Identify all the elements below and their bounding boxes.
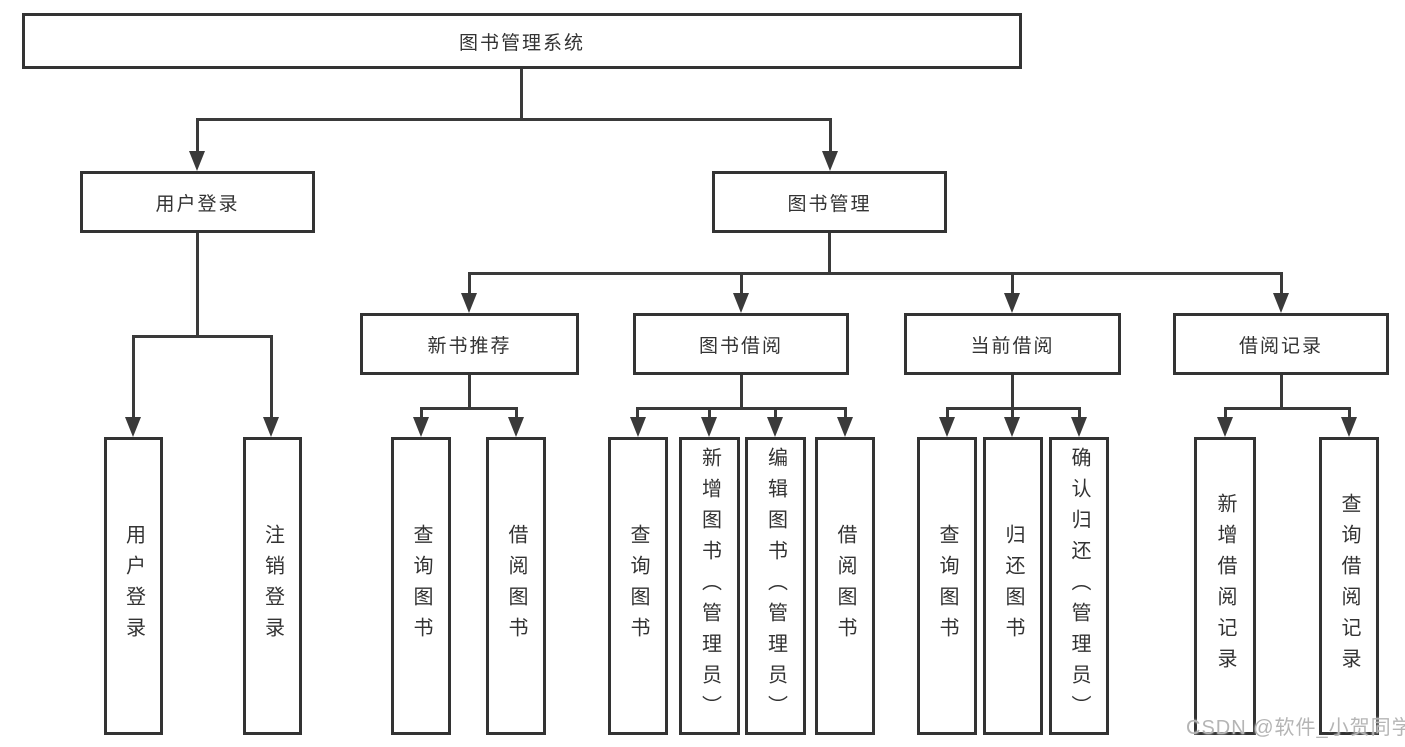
node-label: 图书管理 [787, 193, 872, 215]
arrow-down-icon [413, 417, 429, 437]
node-label: 查询图书 [627, 524, 649, 648]
connector-stem [740, 272, 743, 295]
connector-stem [1011, 407, 1014, 419]
connector-user-login-bar [132, 335, 273, 338]
connector-stem [636, 407, 639, 419]
node-leaf-confirm-return-admin: 确认归还（管理员） [1049, 437, 1109, 735]
node-label: 确认归还（管理员） [1068, 446, 1090, 726]
connector-book-mgmt-stub [828, 233, 831, 275]
connector-stem [515, 407, 518, 419]
node-leaf-query-books-current: 查询图书 [917, 437, 977, 735]
arrow-down-icon [508, 417, 524, 437]
connector-stem [1078, 407, 1081, 419]
connector-user-login-stub [196, 233, 199, 338]
node-leaf-user-login: 用户登录 [104, 437, 163, 735]
node-label: 新增借阅记录 [1214, 493, 1236, 679]
connector-stem [420, 407, 423, 419]
node-leaf-query-borrow-record: 查询借阅记录 [1319, 437, 1379, 735]
arrow-down-icon [1341, 417, 1357, 437]
node-user-login: 用户登录 [80, 171, 315, 233]
node-borrowing-records: 借阅记录 [1173, 313, 1389, 375]
node-label: 用户登录 [155, 193, 240, 215]
arrow-down-icon [939, 417, 955, 437]
node-label: 新书推荐 [427, 335, 512, 357]
connector-bar [636, 407, 847, 410]
node-leaf-query-books-borrowing: 查询图书 [608, 437, 668, 735]
node-label: 新增图书（管理员） [698, 446, 721, 726]
connector-stem [1011, 272, 1014, 295]
arrow-down-icon [461, 293, 477, 313]
arrow-down-icon [1071, 417, 1087, 437]
connector-stem [844, 407, 847, 419]
node-leaf-borrow-books-recommend: 借阅图书 [486, 437, 546, 735]
node-current-borrowing: 当前借阅 [904, 313, 1121, 375]
node-leaf-add-books-admin: 新增图书（管理员） [679, 437, 740, 735]
node-label: 编辑图书（管理员） [764, 446, 787, 726]
arrow-down-icon [837, 417, 853, 437]
arrow-down-icon [125, 417, 141, 437]
connector-stem [829, 118, 832, 152]
connector-stem [1280, 272, 1283, 295]
connector-stub [1280, 375, 1283, 410]
node-label: 归还图书 [1002, 524, 1024, 648]
node-label: 用户登录 [122, 524, 145, 648]
connector-stub [740, 375, 743, 410]
connector-stem [1224, 407, 1227, 419]
node-label: 查询借阅记录 [1338, 493, 1360, 679]
connector-stem [196, 118, 199, 152]
connector-bar [420, 407, 518, 410]
node-leaf-return-books: 归还图书 [983, 437, 1043, 735]
node-label: 查询图书 [410, 524, 432, 648]
connector-stub [468, 375, 471, 410]
node-leaf-query-books-recommend: 查询图书 [391, 437, 451, 735]
csdn-watermark: CSDN @软件_小贺同学 [1186, 717, 1405, 739]
node-book-management: 图书管理 [712, 171, 947, 233]
connector-book-mgmt-bar [468, 272, 1283, 275]
arrow-down-icon [263, 417, 279, 437]
connector-stem [708, 407, 711, 419]
arrow-down-icon [701, 417, 717, 437]
connector-stem [774, 407, 777, 419]
arrow-down-icon [767, 417, 783, 437]
connector-root-bar [196, 118, 832, 121]
connector-stem [132, 335, 135, 419]
node-leaf-borrow-books: 借阅图书 [815, 437, 875, 735]
node-label: 查询图书 [936, 524, 958, 648]
connector-root-stub [520, 69, 523, 121]
arrow-down-icon [1217, 417, 1233, 437]
arrow-down-icon [630, 417, 646, 437]
connector-stub [1011, 375, 1014, 410]
connector-stem [946, 407, 949, 419]
connector-stem [468, 272, 471, 295]
node-label: 借阅图书 [505, 524, 527, 648]
node-leaf-logout: 注销登录 [243, 437, 302, 735]
connector-stem [1348, 407, 1351, 419]
arrow-down-icon [1004, 293, 1020, 313]
arrow-down-icon [189, 151, 205, 171]
node-label: 注销登录 [261, 524, 284, 648]
arrow-down-icon [1004, 417, 1020, 437]
connector-bar [1224, 407, 1351, 410]
node-new-book-recommend: 新书推荐 [360, 313, 579, 375]
node-leaf-add-borrow-record: 新增借阅记录 [1194, 437, 1256, 735]
node-label: 借阅记录 [1238, 335, 1323, 357]
arrow-down-icon [1273, 293, 1289, 313]
connector-stem [270, 335, 273, 419]
node-label: 图书借阅 [698, 335, 783, 357]
node-root-library-system: 图书管理系统 [22, 13, 1022, 69]
node-leaf-edit-books-admin: 编辑图书（管理员） [745, 437, 806, 735]
node-label: 借阅图书 [834, 524, 856, 648]
node-label: 当前借阅 [970, 335, 1055, 357]
node-label: 图书管理系统 [458, 32, 585, 54]
arrow-down-icon [822, 151, 838, 171]
arrow-down-icon [733, 293, 749, 313]
node-book-borrowing: 图书借阅 [633, 313, 849, 375]
